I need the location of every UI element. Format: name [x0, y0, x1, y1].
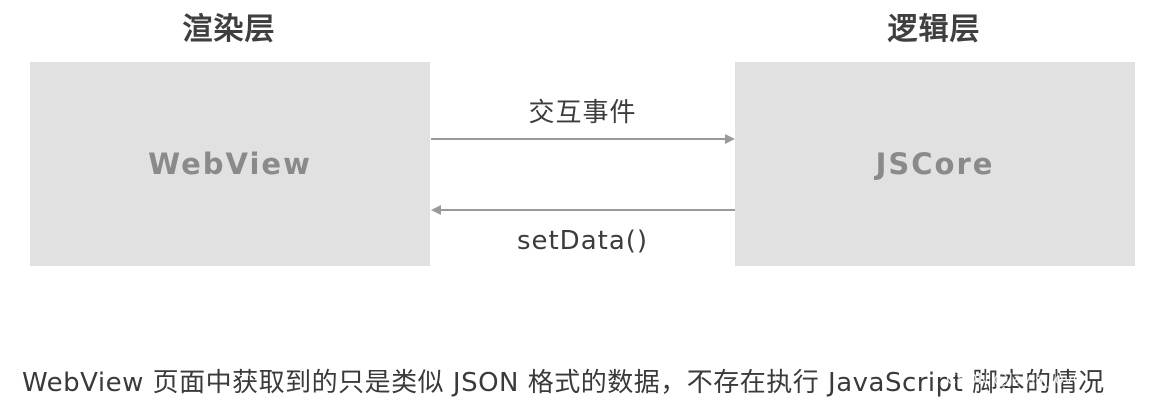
webview-box: WebView	[30, 62, 430, 266]
jscore-label: JSCore	[875, 147, 995, 181]
caption: WebView 页面中获取到的只是类似 JSON 格式的数据，不存在执行 Jav…	[22, 368, 1105, 398]
webview-label: WebView	[148, 147, 312, 181]
setdata-label: setData()	[516, 226, 649, 256]
render-layer-title: 渲染层	[182, 12, 276, 47]
logic-layer-title: 逻辑层	[887, 12, 981, 47]
jscore-box: JSCore	[735, 62, 1135, 266]
arrow-to-render	[431, 205, 735, 215]
interaction-events-label: 交互事件	[528, 98, 637, 128]
watermark: CSDN @Javis_love	[946, 370, 1082, 388]
arrow-to-logic	[431, 134, 735, 144]
